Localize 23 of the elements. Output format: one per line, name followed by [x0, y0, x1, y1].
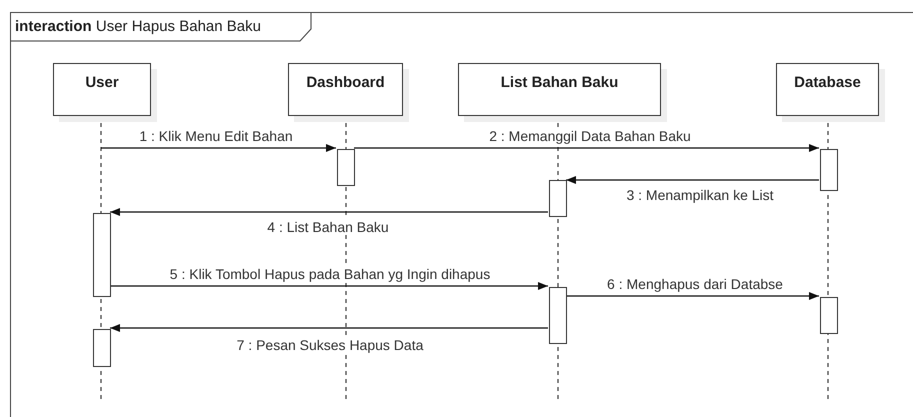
- frame: [10, 12, 913, 417]
- message-label: 7 : Pesan Sukses Hapus Data: [236, 337, 424, 353]
- message-label: 6 : Menghapus dari Databse: [606, 276, 784, 292]
- frame-title: interaction User Hapus Bahan Baku: [15, 18, 261, 35]
- activation-bar: [93, 213, 111, 297]
- message-arrow: [110, 324, 548, 332]
- message-label: 3 : Menampilkan ke List: [625, 187, 775, 203]
- message-arrow: [101, 144, 336, 152]
- message-label: 4 : List Bahan Baku: [266, 219, 390, 235]
- activation-bar: [93, 329, 111, 367]
- message-arrow: [566, 176, 819, 184]
- message-label: 5 : Klik Tombol Hapus pada Bahan yg Ingin dihapus: [168, 266, 492, 282]
- message-arrow: [110, 282, 548, 290]
- message-arrow: [566, 292, 819, 300]
- message-label: 2 : Memanggil Data Bahan Baku: [488, 128, 692, 144]
- activation-bar: [549, 287, 567, 344]
- activation-bar: [337, 149, 355, 186]
- activation-bar: [820, 297, 838, 334]
- message-arrow: [110, 208, 548, 216]
- message-label: 1 : Klik Menu Edit Bahan: [138, 128, 294, 144]
- activation-bar: [549, 180, 567, 217]
- activation-bar: [820, 149, 838, 191]
- message-arrow: [354, 144, 819, 152]
